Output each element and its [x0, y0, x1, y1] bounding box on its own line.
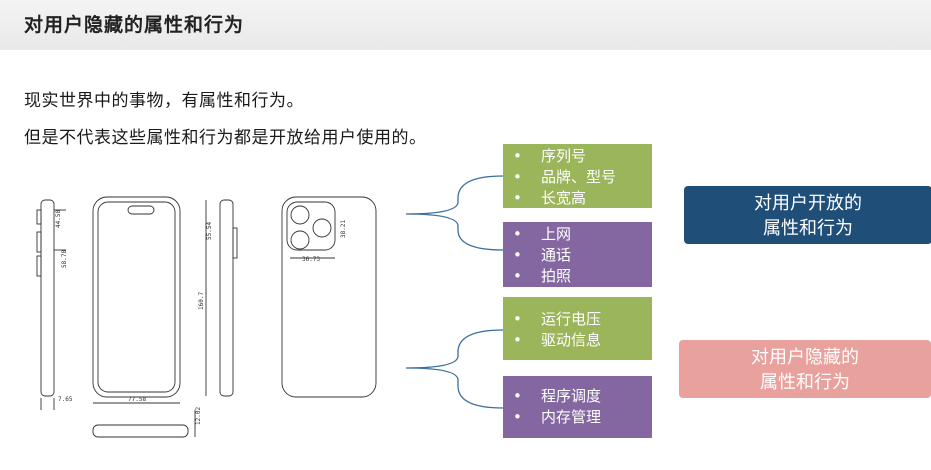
body-line-2: 但是不代表这些属性和行为都是开放给用户使用的。: [24, 128, 427, 148]
hidden-label: 对用户隐藏的 属性和行为: [679, 340, 931, 398]
list-item: 程序调度: [511, 386, 652, 407]
hidden-label-line-2: 属性和行为: [760, 372, 850, 393]
dim-label: 160.7: [198, 292, 205, 310]
hidden-attributes-box: 运行电压 驱动信息: [503, 297, 652, 360]
open-attributes-box: 序列号 品牌、型号 长宽高: [503, 144, 652, 208]
list-item: 内存管理: [511, 407, 652, 428]
slide-title: 对用户隐藏的属性和行为: [24, 14, 245, 36]
body-line-1: 现实世界中的事物，有属性和行为。: [24, 91, 304, 111]
dim-label: 77.58: [128, 396, 146, 403]
phone-back-view: [281, 196, 377, 398]
phone-front-view: [92, 196, 181, 398]
list-item: 长宽高: [511, 188, 652, 209]
dim-label: 55.54: [206, 222, 213, 240]
list-item: 驱动信息: [511, 330, 652, 351]
open-behaviors-box: 上网 通话 拍照: [503, 222, 652, 287]
list-item: 运行电压: [511, 309, 652, 330]
list-item: 拍照: [511, 266, 652, 287]
list-item: 序列号: [511, 146, 652, 167]
open-label-line-1: 对用户开放的: [754, 193, 862, 214]
hidden-label-line-1: 对用户隐藏的: [751, 347, 859, 368]
dim-label: 7.65: [58, 396, 73, 403]
dim-label: 38.21: [340, 220, 347, 238]
slide-header: 对用户隐藏的属性和行为: [0, 0, 931, 50]
list-item: 通话: [511, 245, 652, 266]
list-item: 上网: [511, 224, 652, 245]
open-label: 对用户开放的 属性和行为: [684, 186, 931, 244]
dim-label: 36.73: [302, 256, 320, 263]
hidden-behaviors-box: 程序调度 内存管理: [503, 376, 652, 438]
dim-label: 44.58: [55, 210, 62, 228]
phone-side-view-right: [219, 199, 234, 397]
bracket-hidden: [405, 329, 504, 409]
phone-bottom-view: [92, 424, 189, 438]
phone-side-view-left: [40, 199, 55, 397]
bracket-open: [405, 175, 504, 251]
list-item: 品牌、型号: [511, 167, 652, 188]
dim-label: 58.78: [61, 250, 68, 268]
dim-label: 12.02: [195, 407, 202, 425]
open-label-line-2: 属性和行为: [763, 218, 853, 239]
